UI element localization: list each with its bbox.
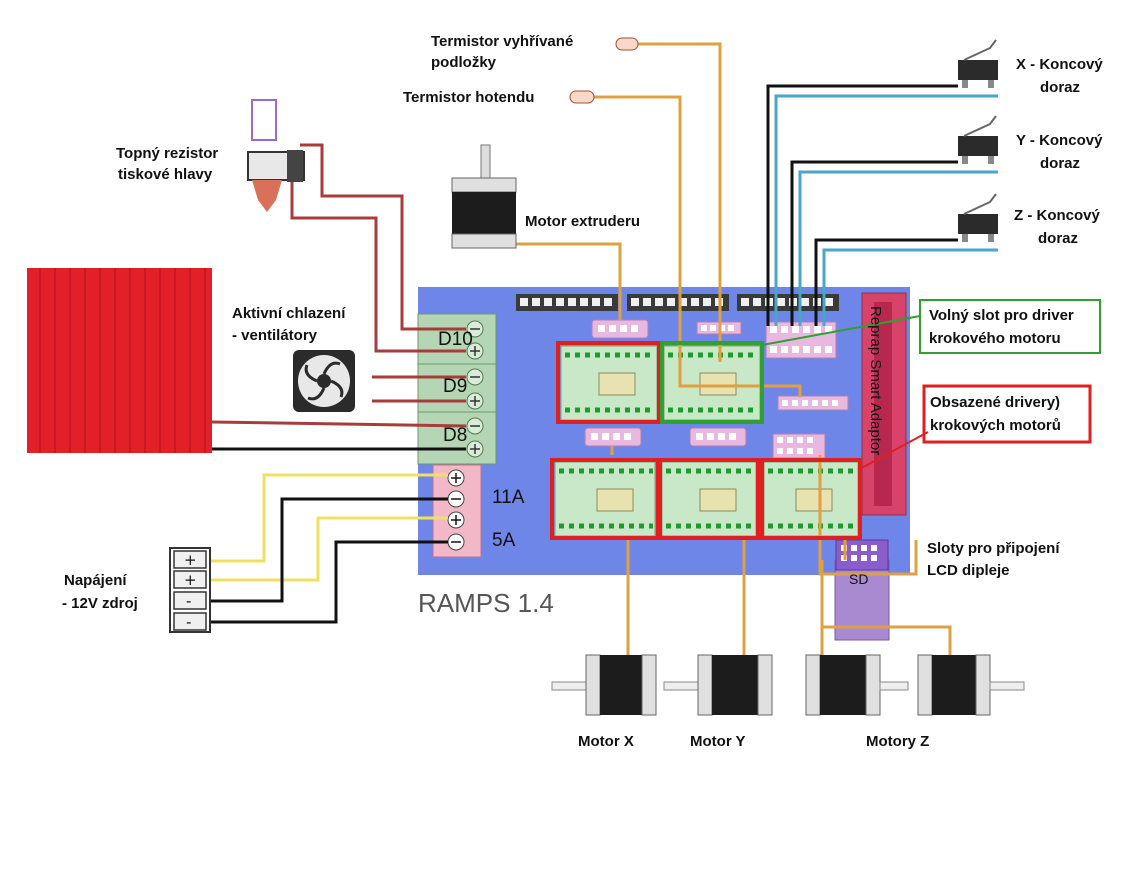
label-termistor-podlozky-1: Termistor vyhřívané <box>431 33 573 50</box>
label-z-endstop-2: doraz <box>1038 230 1078 247</box>
label-aktivni-chlazeni-1: Aktivní chlazení <box>232 305 346 322</box>
label-napajeni-2: - 12V zdroj <box>62 595 138 612</box>
thermistor-bed-icon <box>615 37 639 51</box>
board-name: RAMPS 1.4 <box>418 588 554 618</box>
label-sloty-lcd-2: LCD dipleje <box>927 562 1010 579</box>
motor-z2-icon <box>917 654 1025 716</box>
label-z-endstop-1: Z - Koncový <box>1014 207 1100 224</box>
label-motor-y: Motor Y <box>690 733 746 750</box>
label-sloty-lcd-1: Sloty pro připojení <box>927 540 1060 557</box>
label-napajeni-1: Napájení <box>64 572 127 589</box>
label-topny-rezistor-1: Topný rezistor <box>116 145 218 162</box>
label-aktivni-chlazeni-2: - ventilátory <box>232 327 318 344</box>
label-topny-rezistor-2: tiskové hlavy <box>118 166 213 183</box>
psu-terminal-4: - <box>186 613 191 631</box>
thermistor-hotend-icon <box>569 90 595 104</box>
label-x-endstop-1: X - Koncový <box>1016 56 1103 73</box>
psu-terminal-3: - <box>186 592 191 610</box>
adaptor-label: Reprap Smart Adaptor <box>867 306 884 455</box>
label-motory-z: Motory Z <box>866 733 929 750</box>
label-y-endstop-1: Y - Koncový <box>1016 132 1103 149</box>
callout-labels: Termistor vyhřívané podložky Termistor h… <box>62 33 1103 750</box>
board-texts: D10 D9 D8 11A 5A RAMPS 1.4 SD Reprap Sma… <box>418 306 884 618</box>
terminal-d8-label: D8 <box>443 425 467 446</box>
sd-label: SD <box>849 571 868 587</box>
fan-icon <box>293 350 355 412</box>
highlights <box>550 299 1101 540</box>
x-endstop-icon <box>958 39 998 88</box>
label-volny-slot-2: krokového motoru <box>929 330 1061 347</box>
label-volny-slot-1: Volný slot pro driver <box>929 307 1074 324</box>
heated-bed <box>27 268 212 453</box>
y-endstop-icon <box>958 115 998 164</box>
label-termistor-podlozky-2: podložky <box>431 54 497 71</box>
wires <box>208 42 998 655</box>
input-11a-label: 11A <box>492 487 525 508</box>
label-x-endstop-2: doraz <box>1040 79 1080 96</box>
hotend-heater <box>247 99 305 212</box>
motor-x-icon <box>551 654 657 716</box>
label-motor-extruderu: Motor extruderu <box>525 213 640 230</box>
label-y-endstop-2: doraz <box>1040 155 1080 172</box>
psu-signs: + + - - <box>184 551 197 631</box>
z-endstop-icon <box>958 193 998 242</box>
input-5a-label: 5A <box>492 530 516 551</box>
motor-y-icon <box>663 654 773 716</box>
psu-terminal-1: + <box>184 551 197 569</box>
psu-terminal-2: + <box>184 571 197 589</box>
label-motor-x: Motor X <box>578 733 634 750</box>
label-obsazene-2: krokových motorů <box>930 417 1061 434</box>
label-termistor-hotendu: Termistor hotendu <box>403 89 534 106</box>
power-supply-terminals <box>169 547 211 633</box>
label-obsazene-1: Obsazené drivery) <box>930 394 1060 411</box>
extruder-motor-icon <box>451 144 517 249</box>
terminal-d10-label: D10 <box>438 329 473 350</box>
motor-z1-icon <box>805 654 909 716</box>
terminal-d9-label: D9 <box>443 376 467 397</box>
